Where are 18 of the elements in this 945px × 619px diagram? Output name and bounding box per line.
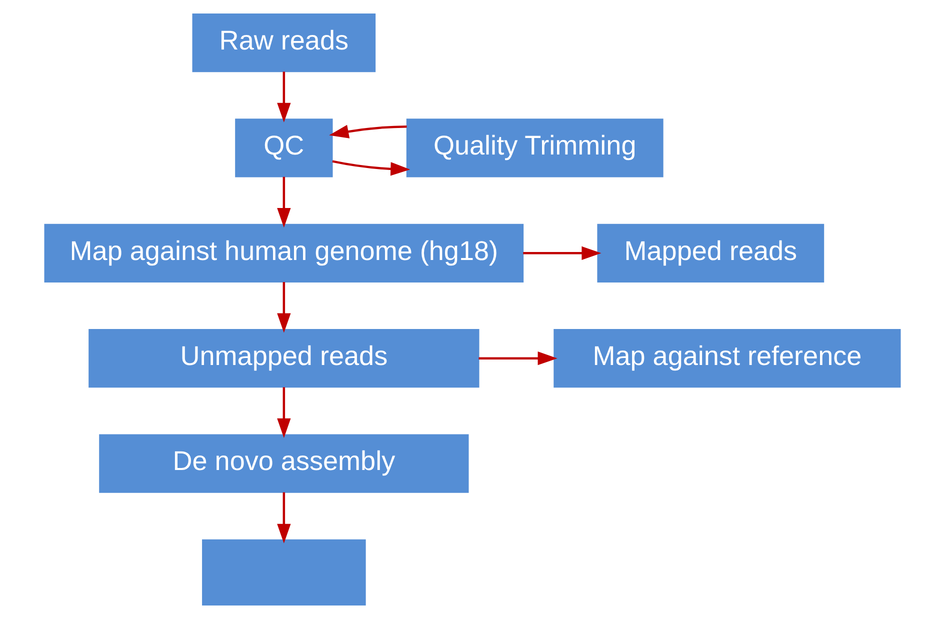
arrow: [478, 351, 558, 366]
node-box: Map against reference: [554, 329, 901, 388]
node-box: De novo assembly: [99, 434, 469, 493]
arrow: [277, 492, 291, 544]
node-box: [202, 539, 366, 606]
node-box: Mapped reads: [597, 224, 824, 282]
arrow: [277, 176, 291, 228]
arrow: [329, 124, 407, 138]
node-box: Unmapped reads: [88, 329, 480, 388]
arrow: [332, 160, 410, 176]
node-box: QC: [235, 118, 333, 178]
arrow: [277, 72, 291, 122]
arrow: [277, 387, 291, 438]
node-box: Quality Trimming: [406, 118, 664, 178]
node-box: Raw reads: [192, 13, 376, 72]
arrow: [523, 246, 602, 260]
arrow: [277, 282, 291, 333]
node-box: Map against human genome (hg18): [44, 224, 524, 282]
